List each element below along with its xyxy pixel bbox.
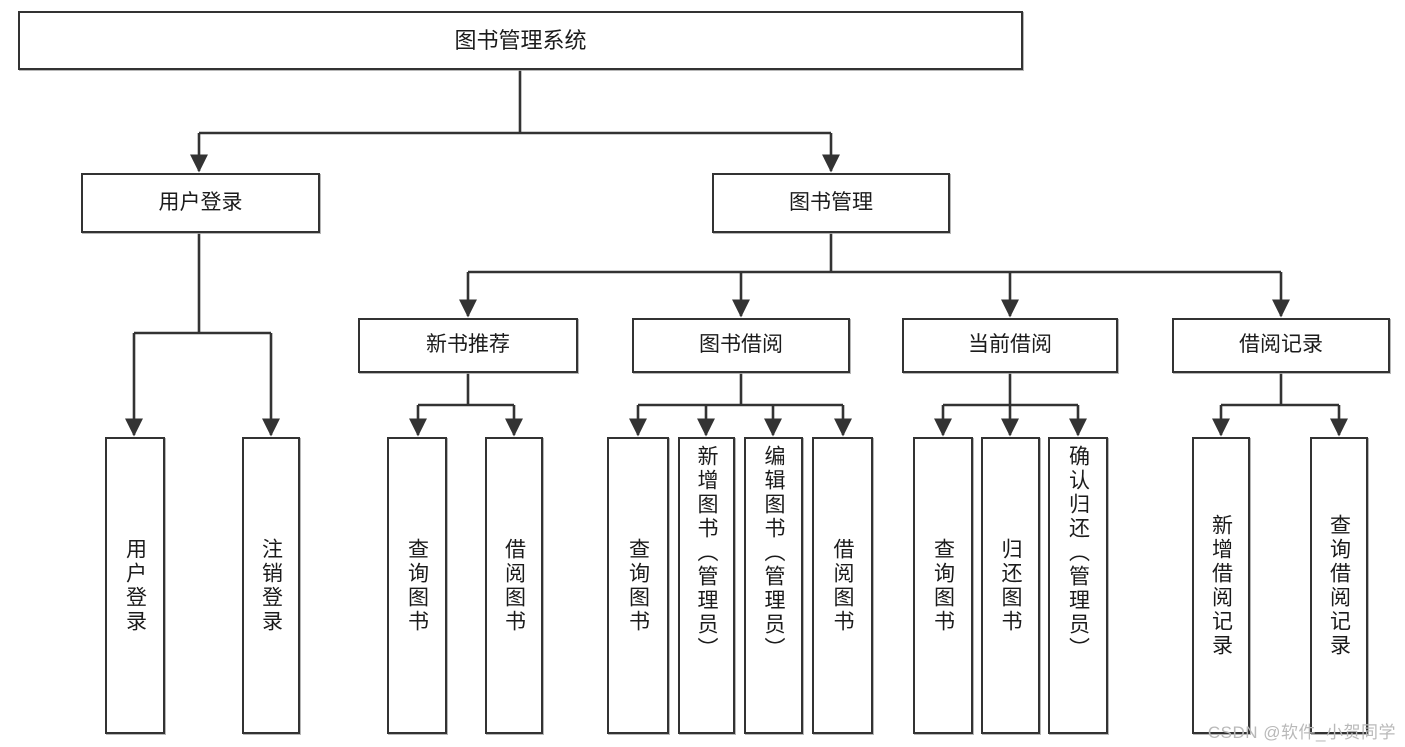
leaf-borrow-book-new[interactable]: 借阅图书: [485, 437, 543, 734]
node-label: 归还图书: [999, 537, 1022, 634]
node-label: 查询图书: [405, 537, 429, 634]
node-label: 注销登录: [259, 537, 283, 634]
node-label: 用户登录: [123, 537, 147, 634]
leaf-add-book-admin[interactable]: 新增图书（管理员）: [678, 437, 735, 734]
leaf-return-book[interactable]: 归还图书: [981, 437, 1040, 734]
node-label: 新增借阅记录: [1209, 513, 1233, 658]
leaf-search-borrow-record[interactable]: 查询借阅记录: [1310, 437, 1368, 734]
node-label: 编辑图书（管理员）: [762, 445, 785, 661]
leaf-borrow-book[interactable]: 借阅图书: [812, 437, 873, 734]
leaf-search-book-borrow[interactable]: 查询图书: [607, 437, 669, 734]
node-label: 查询借阅记录: [1327, 513, 1351, 658]
node-book-borrow[interactable]: 图书借阅: [632, 318, 850, 373]
node-label: 当前借阅: [968, 333, 1052, 357]
node-current-borrow[interactable]: 当前借阅: [902, 318, 1118, 373]
node-label: 查询图书: [931, 537, 955, 634]
leaf-edit-book-admin[interactable]: 编辑图书（管理员）: [744, 437, 803, 734]
node-label: 图书管理: [789, 190, 873, 214]
node-label: 图书借阅: [699, 333, 783, 357]
node-label: 新书推荐: [426, 333, 510, 357]
leaf-add-borrow-record[interactable]: 新增借阅记录: [1192, 437, 1250, 734]
node-label: 用户登录: [158, 190, 243, 214]
leaf-search-book-current[interactable]: 查询图书: [913, 437, 973, 734]
leaf-user-login[interactable]: 用户登录: [105, 437, 165, 734]
node-label: 查询图书: [626, 537, 650, 634]
node-label: 借阅记录: [1239, 333, 1323, 357]
node-label: 确认归还（管理员）: [1066, 445, 1090, 661]
node-book-management[interactable]: 图书管理: [712, 173, 950, 233]
node-label: 图书管理系统: [454, 27, 587, 53]
leaf-confirm-return-admin[interactable]: 确认归还（管理员）: [1048, 437, 1108, 734]
node-label: 借阅图书: [831, 537, 854, 634]
csdn-watermark: CSDN @软件_小贺同学: [1207, 723, 1396, 742]
node-label: 新增图书（管理员）: [695, 445, 718, 661]
node-user-login[interactable]: 用户登录: [81, 173, 320, 233]
leaf-search-book-new[interactable]: 查询图书: [387, 437, 447, 734]
node-new-book-recommend[interactable]: 新书推荐: [358, 318, 578, 373]
node-borrow-record[interactable]: 借阅记录: [1172, 318, 1390, 373]
node-label: 借阅图书: [502, 537, 526, 634]
leaf-logout[interactable]: 注销登录: [242, 437, 300, 734]
node-root-system[interactable]: 图书管理系统: [18, 11, 1023, 70]
